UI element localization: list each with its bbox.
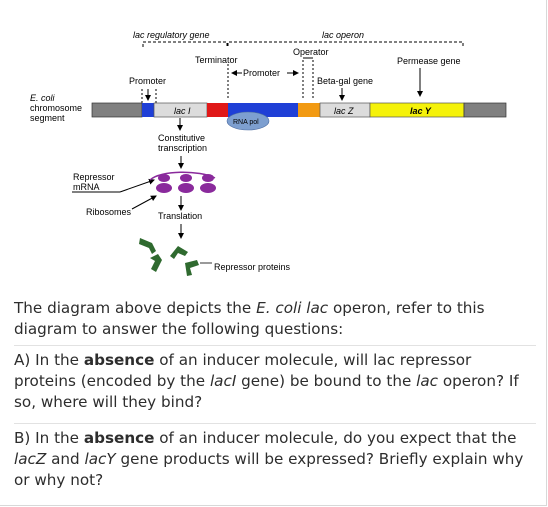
lac-y-label: lac Y [410, 106, 432, 116]
lac-operon-diagram: lac regulatory gene lac operon Terminato… [30, 30, 507, 276]
promoter-mid-label: Promoter [243, 68, 280, 78]
repressor-mrna-label: Repressor mRNA [73, 172, 117, 192]
repressor-mrna-ribosomes [149, 171, 216, 193]
permease-gene-label: Permease gene [397, 56, 461, 66]
regulatory-bracket [142, 41, 228, 47]
intro-paragraph: The diagram above depicts the E. coli la… [14, 299, 485, 338]
promoter-left-label: Promoter [129, 76, 166, 86]
terminator-label: Terminator [195, 55, 238, 65]
operator-label: Operator [293, 47, 329, 57]
divider [14, 423, 536, 424]
translation-label: Translation [158, 211, 202, 221]
beta-gal-gene-label: Beta-gal gene [317, 76, 373, 86]
ecoli-label: E. coli chromosome segment [30, 93, 85, 123]
lac-operon-label: lac operon [322, 30, 364, 40]
lac-regulatory-gene-label: lac regulatory gene [133, 30, 210, 40]
lac-i-label: lac I [174, 106, 191, 116]
chromosome-bar [91, 102, 507, 118]
divider [14, 345, 536, 346]
ribosomes-label: Ribosomes [86, 207, 132, 217]
operon-bracket [227, 41, 464, 46]
question-a: A) In the absence of an inducer molecule… [14, 351, 519, 411]
question-b: B) In the absence of an inducer molecule… [14, 429, 524, 489]
rna-pol-label: RNA pol [233, 119, 259, 126]
constitutive-transcription-label: Constitutive transcription [158, 133, 208, 153]
repressor-proteins [139, 238, 199, 276]
repressor-proteins-label: Repressor proteins [214, 262, 291, 272]
rna-pol-ellipse [226, 111, 270, 131]
lac-z-label: lac Z [334, 106, 354, 116]
